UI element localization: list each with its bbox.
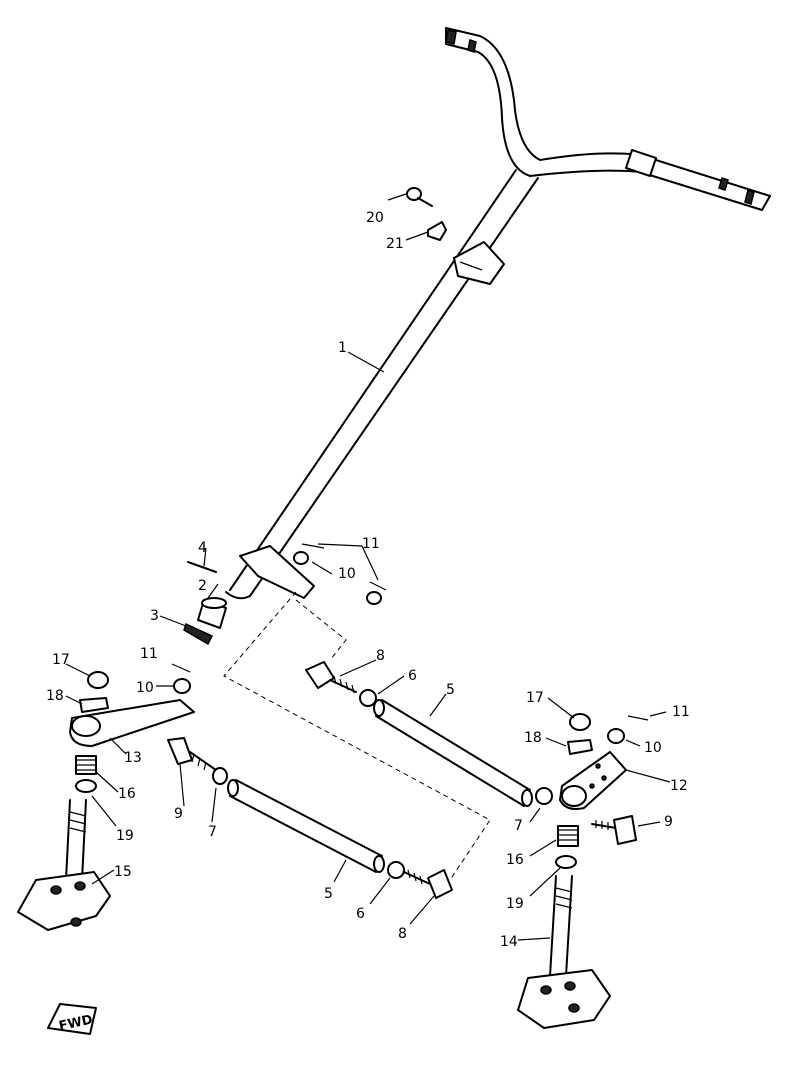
cotter-pin-11-upper-a	[301, 543, 325, 549]
callout-15: 15	[114, 864, 132, 880]
callout-7-left: 7	[208, 824, 217, 840]
callout-16-right: 16	[506, 852, 524, 868]
grease-nipple-3	[183, 622, 214, 646]
tie-rod-5-upper	[373, 699, 533, 807]
callout-16-left: 16	[118, 786, 136, 802]
callout-12: 12	[670, 778, 688, 794]
bolt-20	[406, 187, 433, 207]
washer-19-right	[555, 855, 577, 869]
fwd-arrow-icon: FWD	[47, 1003, 97, 1035]
alignment-line-left	[223, 591, 491, 881]
callout-11-upper: 11	[362, 536, 380, 552]
callout-5-lower: 5	[324, 886, 333, 902]
cotter-pin-11-right	[627, 715, 649, 721]
fwd-label: FWD	[58, 1012, 95, 1034]
callout-5-upper: 5	[446, 682, 455, 698]
steering-column	[225, 169, 539, 600]
callout-20: 20	[366, 210, 384, 226]
spring-16-left	[75, 755, 97, 775]
nut-10-left	[173, 678, 191, 694]
nut-17-left	[87, 671, 109, 689]
callout-8-lower: 8	[398, 926, 407, 942]
lock-plate-18-left	[79, 697, 109, 713]
alignment-line-right	[295, 599, 347, 661]
spindle-15	[17, 799, 111, 931]
knuckle-arm-12	[559, 751, 627, 810]
callout-6-upper: 6	[408, 668, 417, 684]
callout-3: 3	[150, 608, 159, 624]
callout-8-upper: 8	[376, 648, 385, 664]
locknut-7-left	[212, 767, 228, 785]
locknut-7-upper	[535, 787, 553, 805]
nut-17-right	[569, 713, 591, 731]
callout-21: 21	[386, 236, 404, 252]
callout-19-left: 19	[116, 828, 134, 844]
cotter-pin-11-upper-b	[369, 581, 387, 591]
locknut-6-lower	[387, 861, 405, 879]
knuckle-arm-13	[69, 699, 195, 747]
callout-2: 2	[198, 578, 207, 594]
callout-9-left: 9	[174, 806, 183, 822]
nut-10-right	[607, 728, 625, 744]
locknut-6-upper	[359, 689, 377, 707]
callout-18-left: 18	[46, 688, 64, 704]
cotter-pin-11-left	[171, 663, 191, 673]
tie-rod-end-8-lower	[403, 869, 453, 899]
callout-17-right: 17	[526, 690, 544, 706]
callout-1: 1	[338, 340, 347, 356]
callout-14: 14	[500, 934, 518, 950]
spindle-14	[517, 875, 611, 1029]
leader-lines	[65, 193, 671, 941]
callout-6-lower: 6	[356, 906, 365, 922]
bushing-2	[197, 597, 227, 629]
callout-7-right: 7	[514, 818, 523, 834]
callout-18-right: 18	[524, 730, 542, 746]
callout-10-right: 10	[644, 740, 662, 756]
pin-4	[187, 561, 217, 573]
nut-10-upper-a	[293, 551, 309, 565]
tie-rod-5-lower	[227, 779, 385, 873]
callout-19-right: 19	[506, 896, 524, 912]
callout-17-left: 17	[52, 652, 70, 668]
callout-13: 13	[124, 750, 142, 766]
lock-plate-18-right	[567, 739, 593, 755]
tie-rod-end-9-left	[167, 737, 217, 771]
callouts: 1 2 3 4 5 5 6 6 7 7 8 8 9 9 10 10 10 11 …	[46, 210, 690, 950]
callout-10-left: 10	[136, 680, 154, 696]
nut-10-upper-b	[366, 591, 382, 605]
clamp-21	[427, 221, 447, 241]
tie-rod-end-9-right	[591, 815, 637, 845]
tie-rod-end-8-upper	[305, 661, 357, 694]
callout-11-right: 11	[672, 704, 690, 720]
washer-19-left	[75, 779, 97, 793]
callout-9-right: 9	[664, 814, 673, 830]
spring-16-right	[557, 825, 579, 847]
handlebar	[445, 27, 771, 211]
callout-4: 4	[198, 540, 207, 556]
callout-10-upper: 10	[338, 566, 356, 582]
callout-11-left: 11	[140, 646, 158, 662]
